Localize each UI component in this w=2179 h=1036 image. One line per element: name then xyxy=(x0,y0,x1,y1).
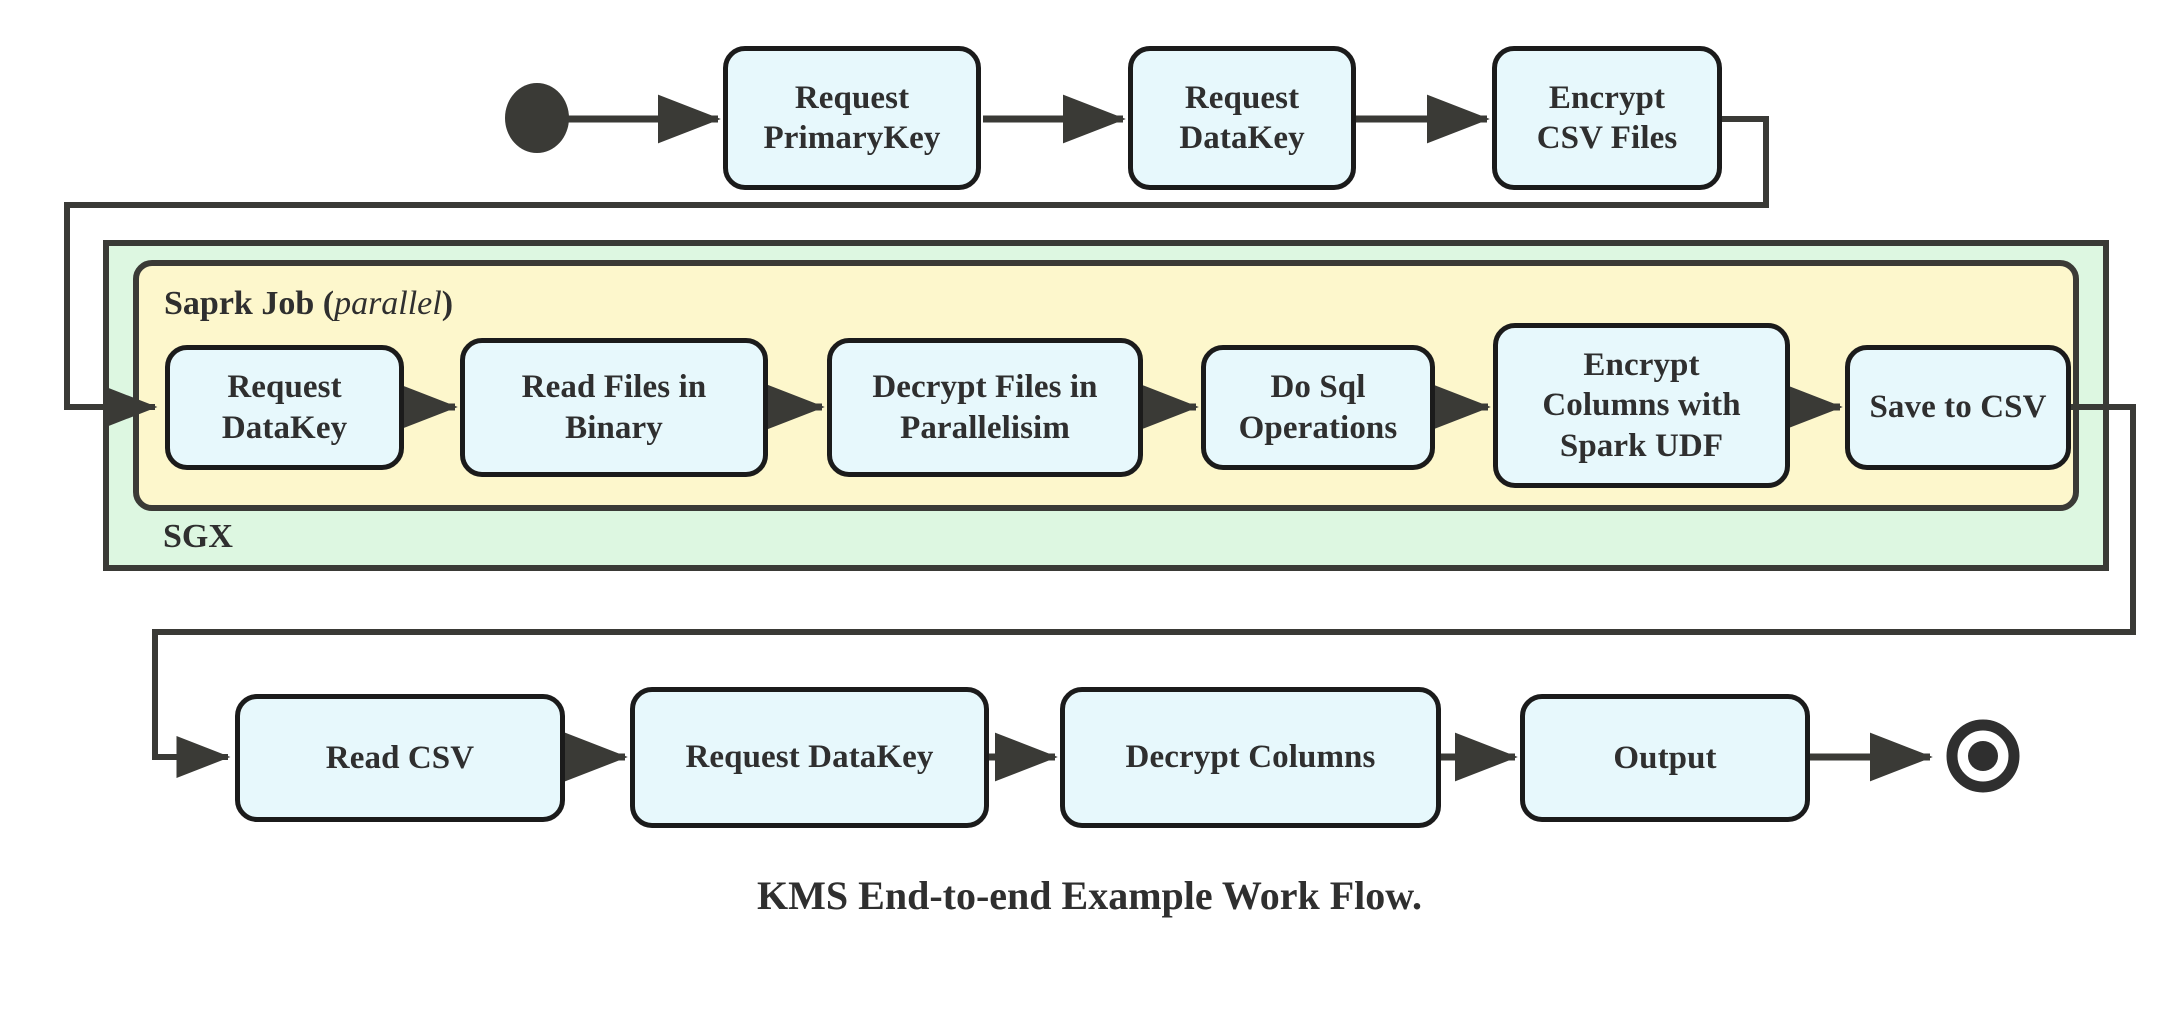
spark-job-label-italic: parallel xyxy=(334,285,442,322)
node-label: Read Files in Binary xyxy=(521,369,707,446)
node-label: Output xyxy=(1613,739,1717,776)
node-request-datakey-top[interactable]: Request DataKey xyxy=(1128,46,1356,190)
node-label: Save to CSV xyxy=(1869,389,2047,426)
node-encrypt-columns-with-spark-udf[interactable]: Encrypt Columns with Spark UDF xyxy=(1493,323,1790,488)
spark-job-label-main: Saprk Job xyxy=(164,285,315,322)
edge-encrypt-csv-files-to-spark-request-datakey xyxy=(64,116,1769,428)
sgx-label: SGX xyxy=(163,518,233,556)
node-decrypt-columns[interactable]: Decrypt Columns xyxy=(1060,687,1441,828)
spark-job-label-paren-close: ) xyxy=(441,285,454,322)
node-request-primarykey[interactable]: Request PrimaryKey xyxy=(723,46,981,190)
node-label: Request DataKey xyxy=(685,739,934,776)
end-node-inner-dot xyxy=(1968,741,1998,771)
node-output[interactable]: Output xyxy=(1520,694,1810,822)
node-encrypt-csv-files[interactable]: Encrypt CSV Files xyxy=(1492,46,1722,190)
node-save-to-csv[interactable]: Save to CSV xyxy=(1845,345,2071,470)
node-do-sql-operations[interactable]: Do Sql Operations xyxy=(1201,345,1435,470)
node-label: Encrypt CSV Files xyxy=(1536,79,1678,156)
start-node xyxy=(505,83,569,153)
node-request-datakey-spark[interactable]: Request DataKey xyxy=(165,345,404,470)
node-label: Do Sql Operations xyxy=(1238,369,1398,446)
spark-job-label-paren-open: ( xyxy=(322,285,335,322)
node-label: Request DataKey xyxy=(221,369,348,446)
node-request-datakey-bottom[interactable]: Request DataKey xyxy=(630,687,989,828)
node-read-files-in-binary[interactable]: Read Files in Binary xyxy=(460,338,768,477)
node-label: Decrypt Columns xyxy=(1125,739,1376,776)
caption-text: KMS End-to-end Example Work Flow. xyxy=(757,873,1422,918)
node-label: Decrypt Files in Parallelisim xyxy=(872,369,1098,446)
end-node-outer-ring xyxy=(1946,719,2020,793)
node-read-csv[interactable]: Read CSV xyxy=(235,694,565,822)
node-label: Request DataKey xyxy=(1179,79,1305,156)
node-decrypt-files-in-parallelisim[interactable]: Decrypt Files in Parallelisim xyxy=(827,338,1143,477)
spark-job-label: Saprk Job (parallel) xyxy=(164,285,453,323)
node-label: Request PrimaryKey xyxy=(763,79,941,156)
sgx-label-text: SGX xyxy=(163,518,233,555)
diagram-caption: KMS End-to-end Example Work Flow. xyxy=(0,872,2179,919)
node-label: Encrypt Columns with Spark UDF xyxy=(1542,347,1741,464)
node-label: Read CSV xyxy=(325,739,475,776)
edge-save-to-csv-to-read-csv xyxy=(152,404,2136,778)
